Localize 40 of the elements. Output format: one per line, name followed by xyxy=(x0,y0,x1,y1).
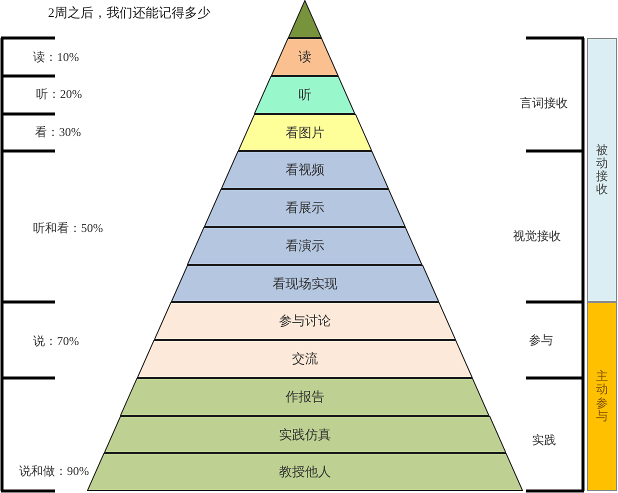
side-band xyxy=(587,38,617,302)
pyramid-layer xyxy=(221,151,389,189)
layer-label: 听 xyxy=(298,87,312,103)
bracket-label: 说和做：90% xyxy=(19,463,89,479)
pyramid-layer xyxy=(120,378,490,416)
bracket-label: 参与 xyxy=(529,332,553,348)
pyramid-layer xyxy=(154,302,456,340)
pyramid-layer xyxy=(87,453,523,491)
band-label: 主动参与 xyxy=(596,370,608,423)
layer-label: 实践仿真 xyxy=(278,426,331,442)
pyramid-layer xyxy=(137,340,473,378)
pyramid-layer xyxy=(271,38,339,76)
layer-label: 看展示 xyxy=(285,200,324,216)
pyramid-layer xyxy=(204,189,406,227)
layer-label: 作报告 xyxy=(285,389,324,405)
bracket-label: 言词接收 xyxy=(520,95,568,111)
bracket-label: 视觉接收 xyxy=(513,228,561,244)
layer-label: 看图片 xyxy=(285,124,324,140)
bracket-label: 听：20% xyxy=(36,86,82,102)
layer-label: 交流 xyxy=(292,351,318,367)
layer-label: 教授他人 xyxy=(279,464,331,480)
apex-triangle xyxy=(288,0,322,38)
bracket-label: 读：10% xyxy=(33,49,79,65)
pyramid-layer xyxy=(238,114,372,151)
layer-label: 读 xyxy=(298,49,312,65)
layer-label: 参与讨论 xyxy=(278,313,331,329)
pyramid-layer xyxy=(170,265,440,302)
layer-label: 看视频 xyxy=(285,162,324,178)
band-label: 被动接收 xyxy=(596,144,608,196)
pyramid-layer xyxy=(187,227,423,265)
layer-label: 看演示 xyxy=(285,238,324,254)
layer-label: 看现场实现 xyxy=(272,276,338,292)
bracket-label: 实践 xyxy=(532,432,556,448)
pyramid-layer xyxy=(104,416,506,453)
bracket-label: 听和看：50% xyxy=(33,220,103,236)
title: 2周之后，我们还能记得多少 xyxy=(48,4,210,21)
pyramid-layer xyxy=(254,76,356,114)
bracket-label: 说：70% xyxy=(33,333,79,349)
side-band xyxy=(587,302,617,491)
bracket-label: 看：30% xyxy=(35,124,81,140)
